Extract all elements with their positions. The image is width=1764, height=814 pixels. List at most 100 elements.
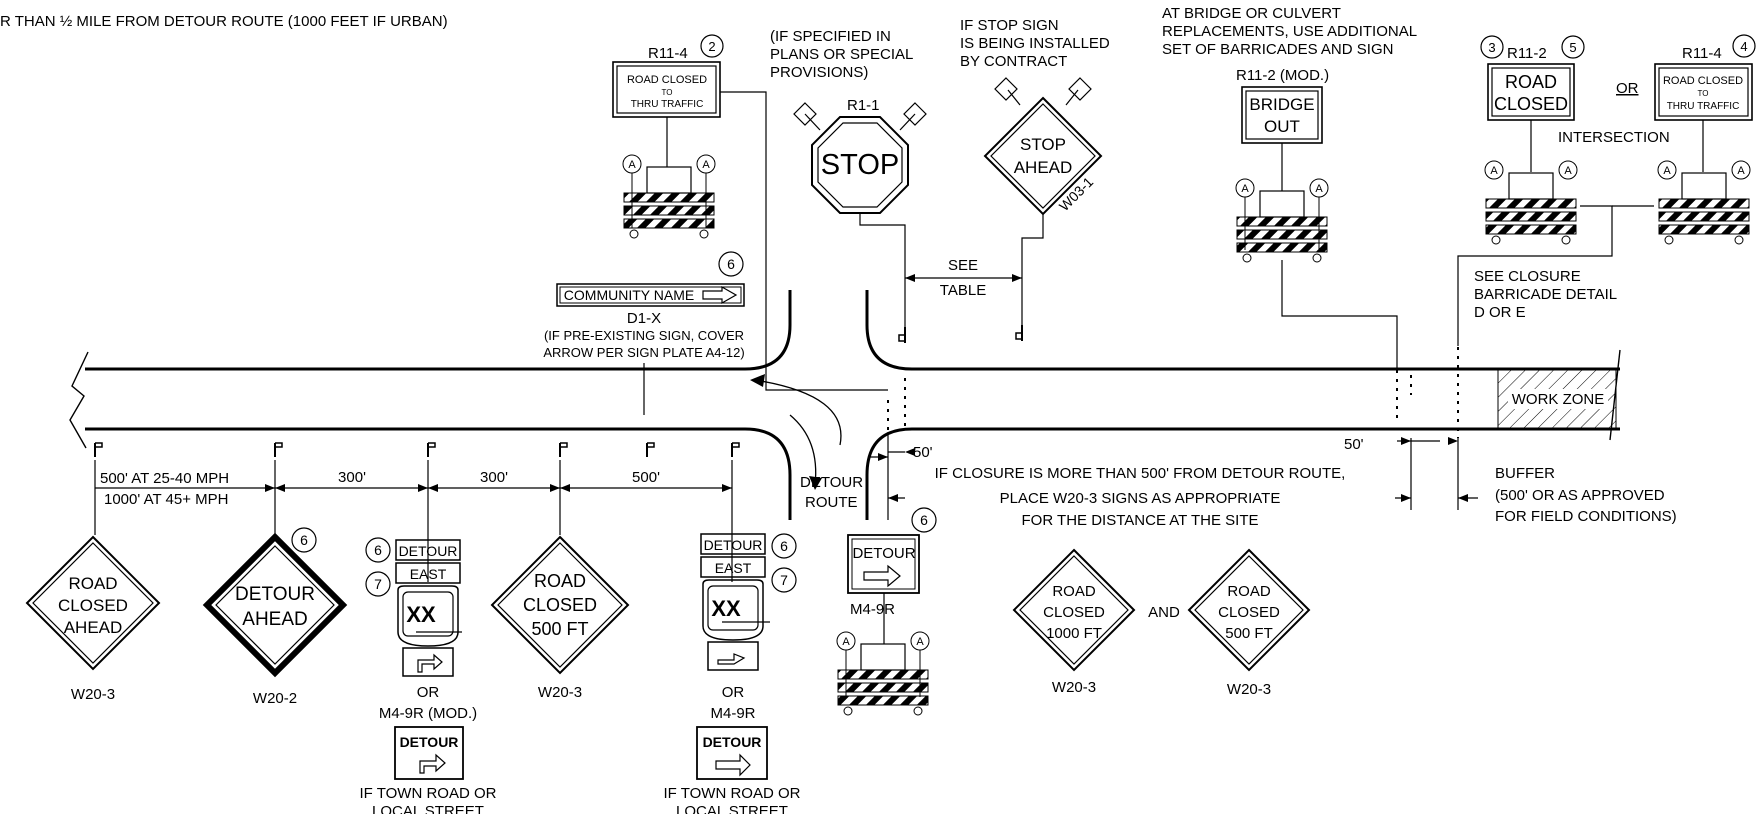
barricade-marker: A [1737, 165, 1745, 177]
barricade-r11-2: A A [1484, 160, 1578, 245]
leader-line [1281, 260, 1398, 370]
sign-line: CLOSED [523, 595, 597, 615]
sign-line: ROAD [1227, 583, 1271, 600]
note-line: LOCAL STREET [372, 803, 484, 814]
barricade-marker: A [1315, 183, 1323, 195]
note-line: IF TOWN ROAD OR [360, 785, 497, 802]
work-zone: WORK ZONE [1497, 369, 1617, 429]
post-marker [646, 442, 655, 457]
note-buffer: BUFFER (500' OR AS APPROVED FOR FIELD CO… [1495, 465, 1677, 525]
note-line: D OR E [1474, 304, 1526, 321]
callout-number: 7 [780, 572, 788, 588]
note-line: ARROW PER SIGN PLATE A4-12) [543, 345, 744, 360]
dimension-label: 500' [632, 469, 660, 486]
dimension-label: 300' [480, 469, 508, 486]
note-specified: (IF SPECIFIED IN PLANS OR SPECIAL PROVIS… [770, 28, 913, 81]
sign-w03-1-stop-ahead: STOP AHEAD W03-1 [983, 77, 1103, 325]
post-marker [427, 442, 436, 457]
dimension-label: 500' AT 25-40 MPH [100, 470, 229, 487]
or-label: OR [722, 684, 745, 701]
sign-w20-3-road-closed-500ft: ROAD CLOSED 500 FT W20-3 [490, 535, 630, 701]
see-table-label: TABLE [940, 282, 986, 299]
callout-number: 4 [1740, 39, 1747, 54]
road-edge-south-east [865, 427, 1620, 520]
sign-line: OUT [1264, 117, 1300, 136]
note-stop-sign: IF STOP SIGN IS BEING INSTALLED BY CONTR… [960, 17, 1110, 70]
flag-icon [899, 102, 927, 131]
note-line: BUFFER [1495, 465, 1555, 482]
stop-text: STOP [821, 149, 899, 181]
note-line: PLACE W20-3 SIGNS AS APPROPRIATE [1000, 490, 1281, 507]
arrow-right-icon [702, 285, 738, 305]
turn-arrow-icon [419, 753, 446, 774]
sign-line: CLOSED [1043, 604, 1105, 621]
sign-line: STOP [1020, 135, 1066, 154]
see-table-label: SEE [948, 257, 978, 274]
trailblazer-assembly-b: DETOUR EAST 6 7 XX OR M4-9R DETOUR IF TO… [664, 533, 801, 814]
sign-code: R11-2 [1507, 45, 1547, 62]
and-label: AND [1148, 604, 1180, 621]
trailblazer-assembly-a: 6 7 DETOUR EAST XX OR M4-9R (MOD.) DETOU… [360, 537, 497, 814]
sign-line: CLOSED [58, 596, 128, 615]
barricade-marker: A [628, 159, 636, 171]
sign-code: W20-3 [71, 686, 115, 703]
callout-number: 6 [300, 532, 308, 548]
arrow-right-icon [863, 564, 901, 588]
post-marker [274, 442, 283, 457]
sign-code: D1-X [627, 310, 661, 327]
dimension-label: 50' [1344, 436, 1364, 453]
detour-route-label-1: DETOUR [800, 474, 863, 491]
post-marker [94, 442, 103, 457]
post-marker [731, 442, 740, 457]
flag-icon [994, 77, 1021, 106]
road-edge-north-east [865, 290, 1620, 371]
or-label: OR [1616, 80, 1639, 97]
flag-icon [1065, 77, 1092, 106]
callout-number: 3 [1488, 40, 1495, 55]
sign-line: TO [1698, 89, 1709, 98]
sign-line: DETOUR [399, 543, 458, 559]
barricade-marker: A [702, 159, 710, 171]
sign-line: DETOUR [235, 584, 315, 605]
note-closure-detail: SEE CLOSURE BARRICADE DETAIL D OR E [1474, 268, 1617, 321]
note-line: IF CLOSURE IS MORE THAN 500' FROM DETOUR… [935, 465, 1346, 482]
work-zone-label: WORK ZONE [1512, 391, 1605, 408]
barricade-m4-9r: A A [836, 631, 930, 716]
sign-code: W20-3 [1052, 679, 1096, 696]
flag-icon [793, 102, 821, 131]
sign-line: EAST [715, 560, 752, 576]
callout-number: 6 [727, 256, 735, 272]
sign-code: M4-9R [710, 705, 755, 722]
post-marker [898, 327, 906, 343]
barricade-r11-4-right: A A [1657, 160, 1751, 245]
route-shield-icon [397, 585, 459, 647]
barricade-marker: A [1663, 165, 1671, 177]
sign-code: R1-1 [847, 97, 880, 114]
post-marker [1015, 325, 1023, 341]
barricade-marker: A [1490, 165, 1498, 177]
sign-line: 500 FT [1225, 625, 1273, 642]
sign-line: 500 FT [531, 619, 588, 639]
detour-arrow-curve-b [789, 414, 817, 486]
sign-code: R11-2 (MOD.) [1236, 67, 1329, 84]
sign-code: R11-4 [1682, 45, 1722, 62]
sign-line: AHEAD [1014, 158, 1073, 177]
callout-number: 6 [780, 538, 788, 554]
note-line: IF TOWN ROAD OR [664, 785, 801, 802]
sign-d1-x-community: 6 COMMUNITY NAME D1-X (IF PRE-EXISTING S… [543, 251, 745, 415]
break-line [69, 351, 89, 449]
sign-line: ROAD [534, 571, 586, 591]
sign-w20-3-road-closed-500ft-b: ROAD CLOSED 500 FT W20-3 [1187, 548, 1311, 698]
note-line: PLANS OR SPECIAL [770, 46, 913, 63]
sign-line: THRU TRAFFIC [1667, 101, 1740, 112]
sign-r11-4-right: R11-4 4 ROAD CLOSED TO THRU TRAFFIC [1654, 34, 1756, 172]
note-line: SEE CLOSURE [1474, 268, 1581, 285]
dimension-lines: 500' AT 25-40 MPH 1000' AT 45+ MPH 300' … [94, 432, 1478, 582]
leader-line [1457, 205, 1613, 346]
sign-line: BRIDGE [1249, 95, 1314, 114]
barricade-bridge: A A [1235, 178, 1329, 263]
callout-number: 6 [920, 512, 928, 528]
callout-number: 7 [374, 576, 382, 592]
community-name-text: COMMUNITY NAME [564, 287, 694, 303]
sign-line: CLOSED [1218, 604, 1280, 621]
